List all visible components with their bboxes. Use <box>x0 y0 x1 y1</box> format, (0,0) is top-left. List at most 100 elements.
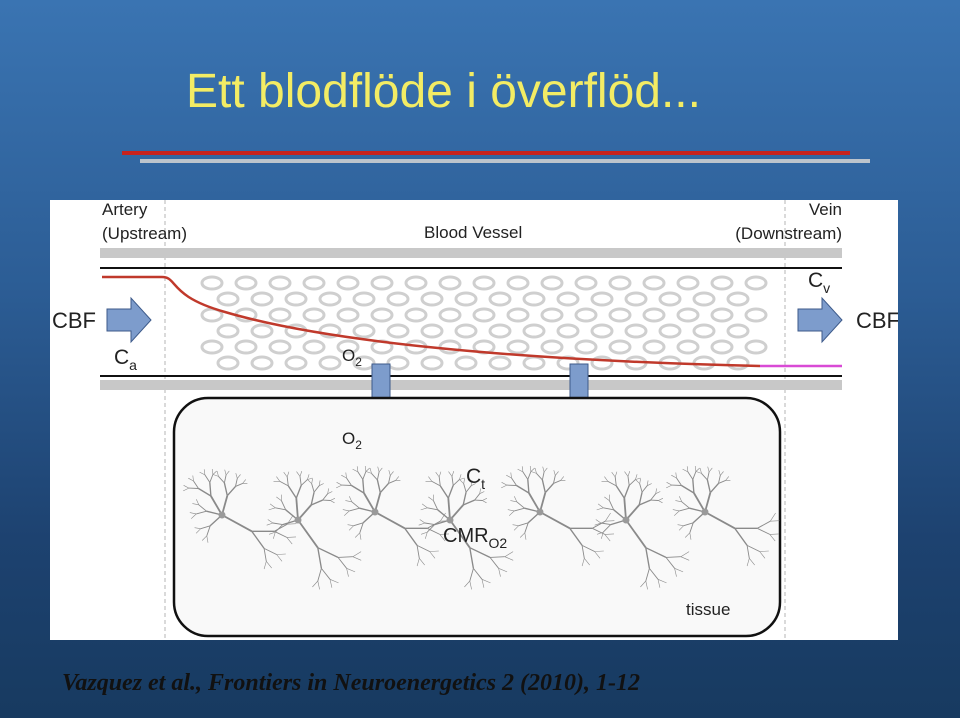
red-blood-cell <box>540 339 564 355</box>
cbf-outflow-label: CBF <box>856 308 898 333</box>
arterial-concentration-label: Ca <box>114 346 137 373</box>
red-blood-cell <box>692 323 716 339</box>
red-blood-cell <box>370 275 394 291</box>
diagram-svg: Artery (Upstream) Blood Vessel Vein (Dow… <box>52 200 898 640</box>
red-blood-cell <box>438 307 462 323</box>
neuron-icon <box>594 471 690 590</box>
inflow-arrow-icon <box>106 296 152 344</box>
red-blood-cell <box>234 339 258 355</box>
neuron-illustrations <box>183 465 780 590</box>
red-blood-cell <box>726 323 750 339</box>
cbf-inflow-label: CBF <box>52 308 96 333</box>
red-blood-cell <box>608 307 632 323</box>
red-blood-cell <box>658 323 682 339</box>
vessel-top-wall <box>100 248 842 258</box>
oxygen-transport-diagram: Artery (Upstream) Blood Vessel Vein (Dow… <box>50 200 898 640</box>
red-blood-cell <box>318 291 342 307</box>
red-blood-cell <box>744 307 768 323</box>
red-blood-cell <box>506 275 530 291</box>
o2-concentration-curve <box>102 275 761 368</box>
red-blood-cell <box>302 275 326 291</box>
red-blood-cell <box>488 291 512 307</box>
red-blood-cell <box>590 323 614 339</box>
red-blood-cell <box>488 355 512 371</box>
red-blood-cell <box>744 339 768 355</box>
red-blood-cell <box>642 307 666 323</box>
red-blood-cell <box>658 291 682 307</box>
red-blood-cell <box>692 291 716 307</box>
outflow-arrow-icon <box>797 296 843 344</box>
red-blood-cell <box>522 291 546 307</box>
red-blood-cell <box>268 307 292 323</box>
tissue-concentration-label: Ct <box>466 465 485 492</box>
red-blood-cell <box>216 323 240 339</box>
red-blood-cell <box>302 307 326 323</box>
neuron-icon <box>183 468 297 570</box>
slide-title: Ett blodflöde i överflöd... <box>186 65 701 118</box>
artery-label: Artery <box>102 200 148 219</box>
o2-vessel-label: O2 <box>342 346 362 369</box>
venous-concentration-label: Cv <box>808 269 830 296</box>
red-blood-cell <box>642 339 666 355</box>
vessel-bottom-wall <box>100 380 842 390</box>
red-blood-cell <box>522 355 546 371</box>
red-blood-cell <box>676 307 700 323</box>
red-blood-cell <box>336 307 360 323</box>
tissue-label: tissue <box>686 600 730 619</box>
red-blood-cell <box>200 339 224 355</box>
title-underline-red <box>122 151 850 155</box>
red-blood-cell <box>676 339 700 355</box>
red-blood-cell <box>302 339 326 355</box>
red-blood-cell <box>454 291 478 307</box>
red-blood-cell <box>404 307 428 323</box>
red-blood-cell <box>234 275 258 291</box>
vein-sub-label: (Downstream) <box>735 224 842 243</box>
red-blood-cell <box>404 275 428 291</box>
red-blood-cell <box>386 355 410 371</box>
red-blood-cell <box>250 355 274 371</box>
red-blood-cell <box>608 339 632 355</box>
red-blood-cell <box>268 339 292 355</box>
neuron-icon <box>266 471 362 590</box>
red-blood-cell <box>574 339 598 355</box>
red-blood-cell <box>488 323 512 339</box>
red-blood-cell <box>454 323 478 339</box>
red-blood-cell <box>352 355 376 371</box>
red-blood-cell <box>420 355 444 371</box>
red-blood-cell <box>726 291 750 307</box>
red-blood-cell <box>336 339 360 355</box>
neuron-icon <box>501 465 615 567</box>
neuron-icon <box>418 471 514 590</box>
red-blood-cells <box>200 275 768 371</box>
red-blood-cell <box>608 275 632 291</box>
red-blood-cell <box>540 307 564 323</box>
neuron-icon <box>336 465 450 567</box>
red-blood-cell <box>710 339 734 355</box>
red-blood-cell <box>284 291 308 307</box>
red-blood-cell <box>556 291 580 307</box>
cmro2-label: CMRO2 <box>443 525 507 551</box>
tissue-region <box>172 396 782 638</box>
red-blood-cell <box>710 275 734 291</box>
red-blood-cell <box>574 307 598 323</box>
red-blood-cell <box>624 323 648 339</box>
red-blood-cell <box>336 275 360 291</box>
red-blood-cell <box>268 275 292 291</box>
red-blood-cell <box>506 307 530 323</box>
red-blood-cell <box>676 275 700 291</box>
red-blood-cell <box>590 291 614 307</box>
red-blood-cell <box>556 323 580 339</box>
red-blood-cell <box>726 355 750 371</box>
citation: Vazquez et al., Frontiers in Neuroenerge… <box>62 670 641 696</box>
red-blood-cell <box>420 323 444 339</box>
red-blood-cell <box>284 355 308 371</box>
red-blood-cell <box>386 323 410 339</box>
red-blood-cell <box>250 291 274 307</box>
red-blood-cell <box>472 307 496 323</box>
o2-tissue-label: O2 <box>342 429 362 452</box>
red-blood-cell <box>472 275 496 291</box>
red-blood-cell <box>420 291 444 307</box>
neuron-icon <box>666 465 780 567</box>
vein-label: Vein <box>809 200 842 219</box>
red-blood-cell <box>386 291 410 307</box>
